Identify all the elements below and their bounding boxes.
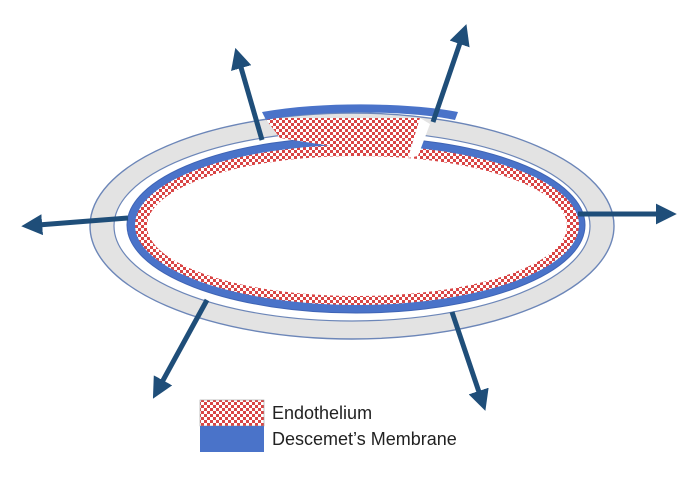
peeled-flap-descemet-strip bbox=[262, 104, 458, 120]
inner-lumen bbox=[147, 156, 567, 296]
arrow-up-left bbox=[231, 47, 265, 141]
peeled-flap-edge bbox=[408, 118, 430, 158]
arrow-down-right bbox=[449, 311, 489, 411]
arrow-up-right bbox=[430, 24, 470, 123]
legend-label-descemets-membrane: Descemet’s Membrane bbox=[272, 429, 457, 449]
legend-swatch-endothelium bbox=[199, 399, 265, 427]
legend-swatch-descemets-membrane bbox=[200, 426, 264, 452]
arrow-down-left bbox=[152, 298, 210, 399]
arrow-left bbox=[21, 214, 129, 236]
legend: Endothelium Descemet’s Membrane bbox=[199, 399, 457, 452]
legend-label-endothelium: Endothelium bbox=[272, 403, 372, 423]
peeled-flap-endothelium bbox=[265, 118, 420, 158]
